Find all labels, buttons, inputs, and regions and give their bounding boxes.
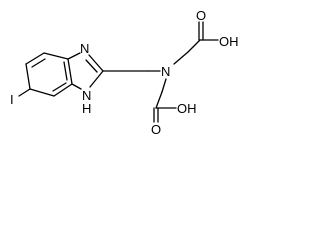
bond [67,52,81,60]
acid2-o-label: O [151,122,161,137]
bond [187,39,201,53]
bond [155,91,163,109]
acid2-oh-label: OH [177,101,197,116]
bond [53,83,73,97]
double-bond-inner [31,58,46,68]
bond [173,51,189,65]
bond [88,54,104,72]
bond [71,83,82,90]
bond [89,70,104,88]
imidazole-ring [67,52,104,90]
bond [25,52,45,65]
iodine-label: I [10,92,14,107]
acid1-o-label: O [196,8,206,23]
double-bond-inner [63,61,68,81]
bond [67,58,73,85]
acid1-oh-label: OH [219,34,239,49]
structure-diagram: I N N H N O OH O OH [10,8,239,137]
double-bond-inner [52,82,67,92]
c-i-bond [18,88,31,97]
bond [25,63,31,90]
benzene-ring [25,52,73,97]
bond [161,78,167,93]
bond [29,88,55,97]
bond [43,52,69,60]
imidazole-n-label: N [80,41,89,56]
double-bond-inner [85,59,98,73]
amine-n-label: N [161,64,170,79]
imidazole-nh-label: N [82,88,91,103]
imidazole-h-label: H [82,101,91,116]
